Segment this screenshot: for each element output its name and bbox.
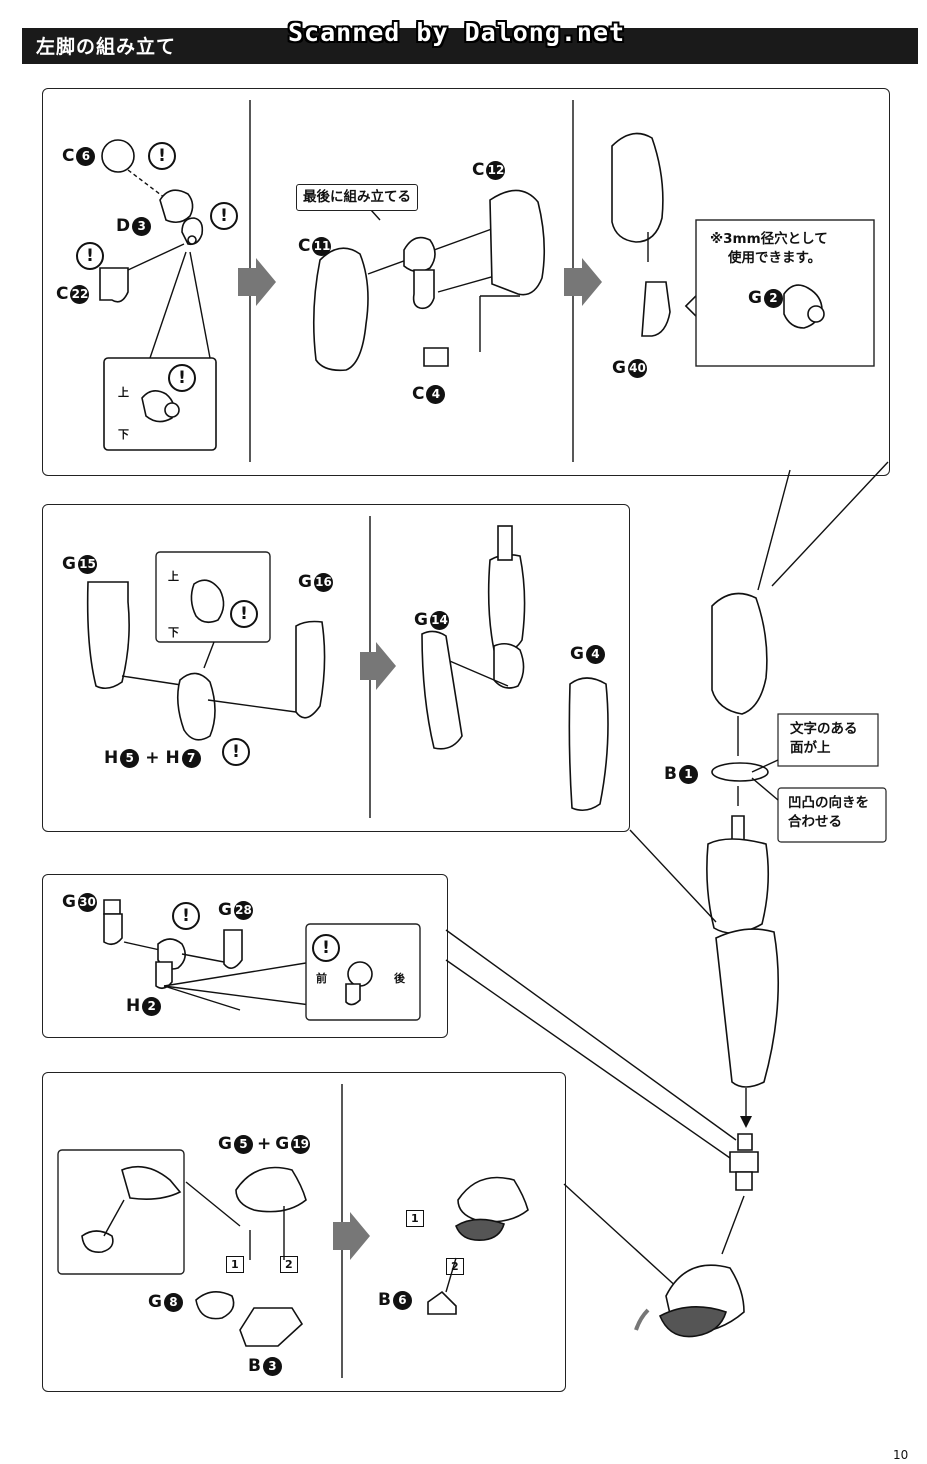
caution-icon: ! bbox=[210, 202, 238, 230]
section-title-bar: 左脚の組み立て bbox=[22, 28, 918, 64]
label-up: 上 bbox=[118, 386, 129, 399]
section-title: 左脚の組み立て bbox=[36, 36, 177, 58]
step-2-marker: 2 bbox=[280, 1256, 298, 1273]
step2-panel bbox=[42, 504, 630, 832]
caution-icon: ! bbox=[312, 934, 340, 962]
label-down: 下 bbox=[168, 626, 179, 639]
note-text-side-up: 文字のある面が上 bbox=[790, 721, 858, 756]
caution-icon: ! bbox=[222, 738, 250, 766]
step-1-marker: 1 bbox=[226, 1256, 244, 1273]
label-front: 前 bbox=[316, 972, 327, 985]
caution-icon: ! bbox=[148, 142, 176, 170]
note-hole: ※3mm径穴として使用できます。 bbox=[710, 231, 828, 266]
label-up: 上 bbox=[168, 570, 179, 583]
caution-icon: ! bbox=[230, 600, 258, 628]
watermark: Scanned by Dalong.net bbox=[288, 18, 626, 47]
caution-icon: ! bbox=[168, 364, 196, 392]
label-back: 後 bbox=[394, 972, 405, 985]
page-number: 10 bbox=[893, 1448, 909, 1462]
note-assemble-last: 最後に組み立てる bbox=[296, 184, 418, 211]
note-align: 凹凸の向きを合わせる bbox=[788, 795, 869, 830]
caution-icon: ! bbox=[172, 902, 200, 930]
step-1-marker: 1 bbox=[406, 1210, 424, 1227]
step-2-marker: 2 bbox=[446, 1258, 464, 1275]
label-down: 下 bbox=[118, 428, 129, 441]
caution-icon: ! bbox=[76, 242, 104, 270]
